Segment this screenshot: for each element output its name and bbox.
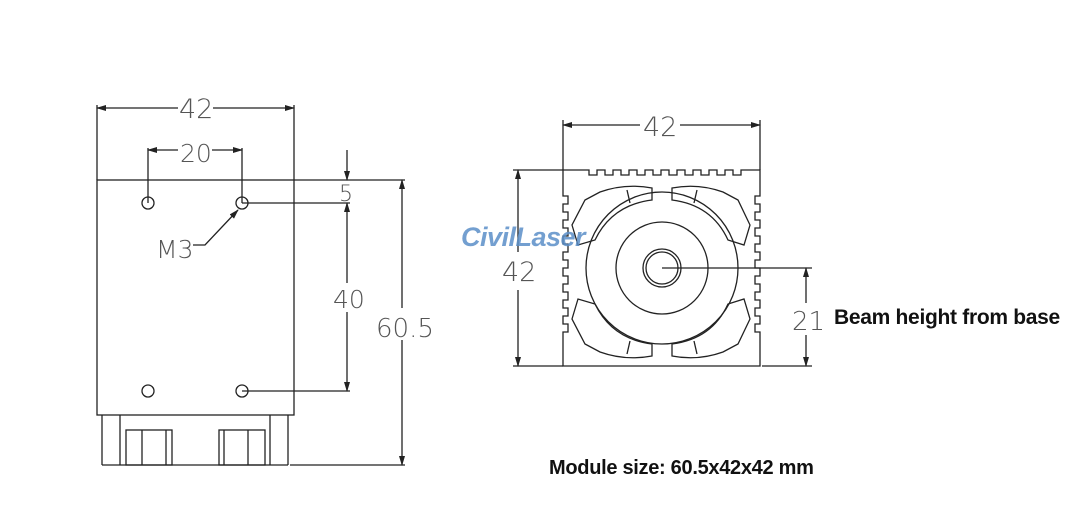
- front-view: [513, 120, 812, 367]
- knurl-segments: [571, 185, 751, 359]
- hole-spacing-label: 20: [180, 139, 212, 168]
- front-view-outline-with-fins: [562, 169, 761, 367]
- module-size-caption: Module size: 60.5x42x42 mm: [549, 457, 814, 479]
- side-view: [96, 105, 405, 466]
- brand-watermark: CivilLaser: [461, 222, 586, 252]
- total-length-label: 60.5: [376, 314, 434, 344]
- hole-vertical-spacing-label: 40: [333, 285, 365, 314]
- thread-label: M3: [156, 235, 193, 264]
- front-height-label: 42: [502, 257, 536, 288]
- beam-height-label: 21: [792, 307, 825, 337]
- mount-hole-bottom-left: [141, 384, 155, 398]
- side-width-label: 42: [179, 94, 213, 125]
- hole-offset-label: 5: [339, 182, 353, 207]
- front-width-label: 42: [643, 112, 677, 143]
- side-view-body: [96, 179, 295, 416]
- side-view-base-connectors: [101, 415, 289, 466]
- beam-height-caption: Beam height from base: [834, 306, 1060, 329]
